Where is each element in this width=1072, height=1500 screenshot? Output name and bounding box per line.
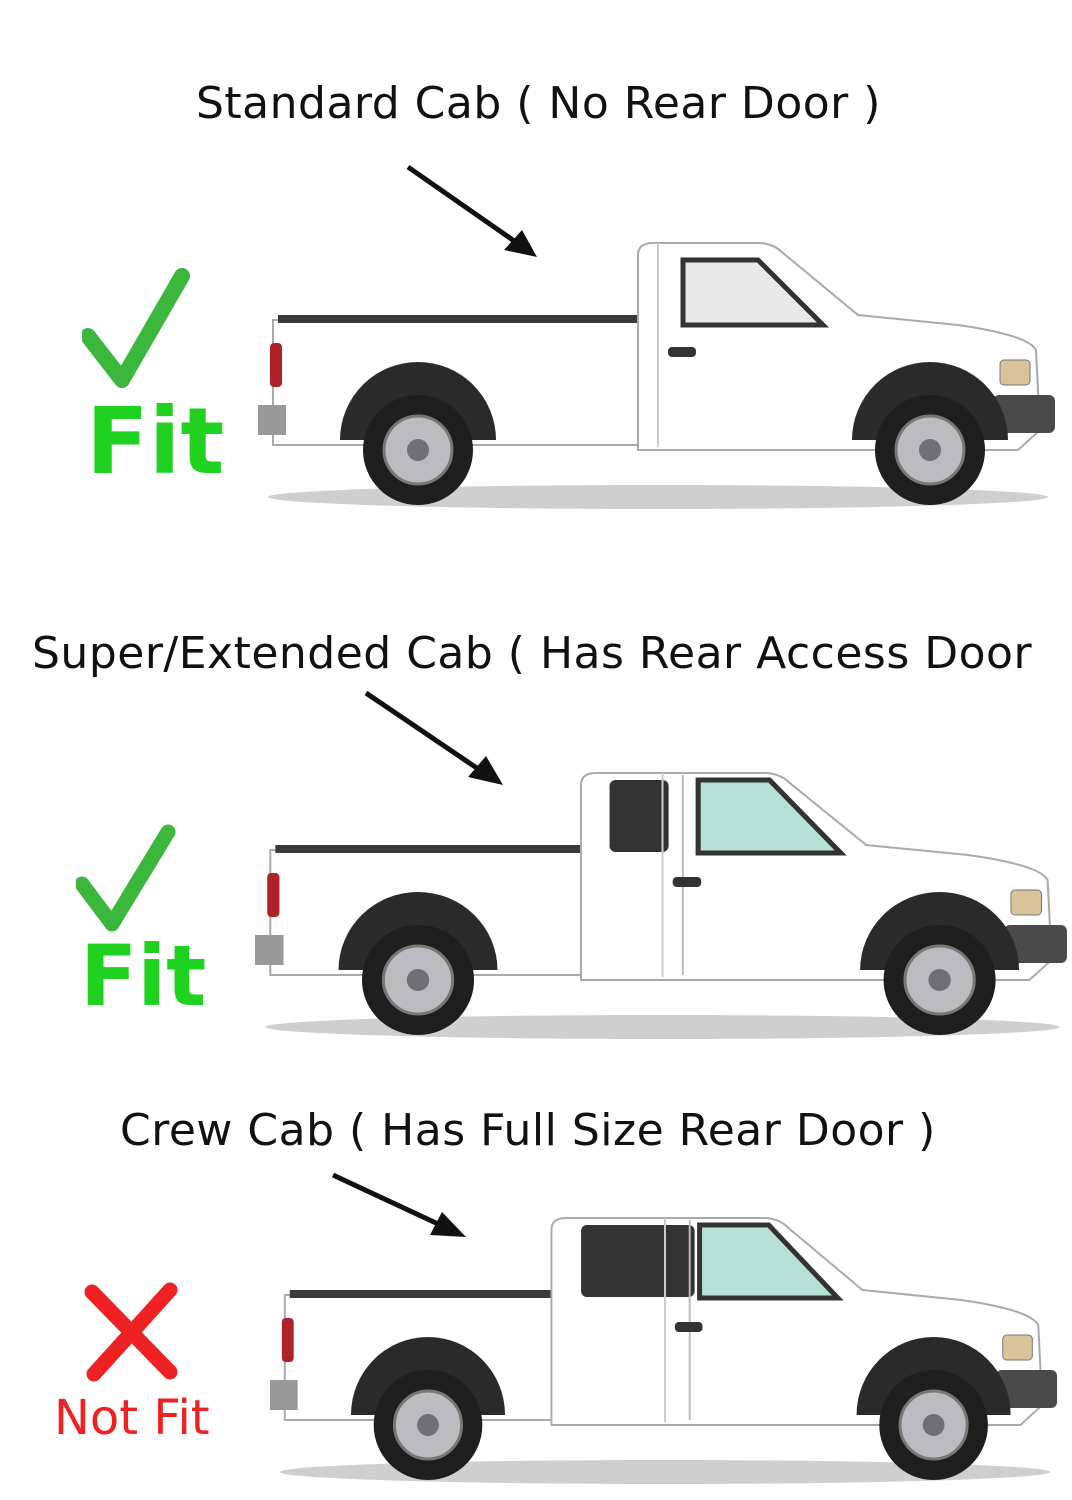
arrow-icon	[331, 1172, 466, 1237]
extended-cab-truck-image	[255, 772, 1067, 1039]
not-fit-label: Not Fit	[54, 1390, 210, 1446]
side-window	[697, 1222, 844, 1301]
door-handle	[674, 1322, 703, 1332]
shadow	[268, 485, 1048, 509]
wheel-hub	[417, 1414, 439, 1436]
wheel-hub	[928, 969, 951, 991]
door-handle	[668, 347, 696, 357]
bed-rail	[289, 1290, 552, 1298]
rear-window	[581, 1225, 695, 1297]
tail-light	[270, 343, 282, 387]
headlight	[999, 359, 1031, 386]
shadow	[265, 1015, 1060, 1039]
rear-window	[609, 780, 669, 852]
headlight	[1002, 1334, 1033, 1361]
crew-cab-truck-image	[270, 1217, 1058, 1484]
standard-cab-truck-image	[258, 242, 1055, 509]
door-handle	[672, 877, 702, 887]
section-title-extended-cab: Super/Extended Cab ( Has Rear Access Doo…	[32, 628, 1033, 679]
section-title-standard-cab: Standard Cab ( No Rear Door )	[196, 78, 881, 129]
front-bumper	[995, 1370, 1058, 1408]
checkmark-icon	[76, 824, 176, 932]
rear-bumper	[255, 935, 284, 965]
fit-label: Fit	[80, 927, 207, 1025]
side-window	[695, 777, 847, 856]
shadow	[279, 1460, 1051, 1484]
wheel-hub	[407, 439, 429, 461]
cross-icon	[84, 1282, 178, 1382]
headlight	[1010, 889, 1042, 916]
wheel-hub	[406, 969, 430, 991]
fit-label: Fit	[86, 388, 225, 495]
rear-bumper	[258, 405, 286, 435]
front-bumper	[1003, 925, 1067, 963]
tail-light	[267, 873, 280, 917]
side-window	[680, 257, 830, 328]
checkmark-icon	[82, 268, 190, 388]
wheel-hub	[919, 439, 941, 461]
arrow-icon	[406, 164, 537, 257]
bed-rail	[278, 315, 638, 323]
tail-light	[281, 1318, 294, 1362]
bed-rail	[275, 845, 581, 853]
section-title-crew-cab: Crew Cab ( Has Full Size Rear Door )	[120, 1105, 936, 1156]
rear-bumper	[270, 1380, 298, 1410]
front-bumper	[993, 395, 1055, 433]
arrow-icon	[364, 690, 503, 785]
wheel-hub	[922, 1414, 945, 1436]
